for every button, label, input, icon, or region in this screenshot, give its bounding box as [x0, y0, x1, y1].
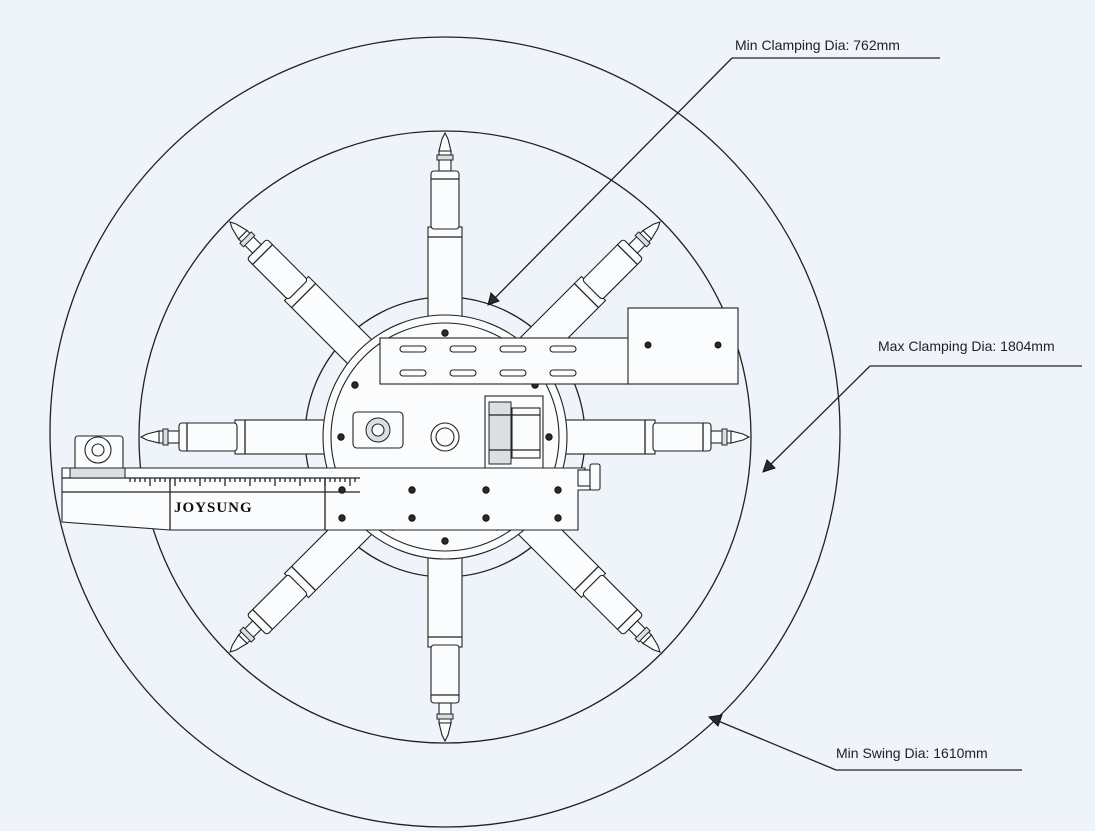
clamping-arm	[564, 419, 751, 455]
gearbox	[352, 411, 404, 449]
leader-min-swing	[707, 714, 1022, 771]
leader-min-clamping	[487, 57, 940, 306]
tool-slide-bar: JOYSUNG	[61, 467, 591, 531]
motor-housing	[484, 395, 544, 471]
upper-mounting-bar	[379, 307, 739, 385]
clamping-arm	[229, 221, 373, 365]
clamping-arm	[517, 509, 661, 653]
dial-indicator	[69, 435, 126, 479]
clamping-arm	[229, 509, 373, 653]
clamping-arm	[427, 556, 463, 743]
clamping-arm	[139, 419, 326, 455]
feed-knob	[577, 463, 601, 491]
max-clamping-circle	[138, 130, 752, 744]
min-swing-label: Min Swing Dia: 1610mm	[836, 745, 988, 761]
brand-logo: JOYSUNG	[174, 500, 253, 516]
clamping-arm	[427, 131, 463, 318]
min-clamping-label: Min Clamping Dia: 762mm	[735, 37, 900, 53]
leader-max-clamping	[762, 365, 1082, 473]
min-swing-circle	[49, 36, 841, 828]
clamping-arms	[139, 131, 751, 743]
max-clamping-label: Max Clamping Dia: 1804mm	[878, 338, 1055, 354]
